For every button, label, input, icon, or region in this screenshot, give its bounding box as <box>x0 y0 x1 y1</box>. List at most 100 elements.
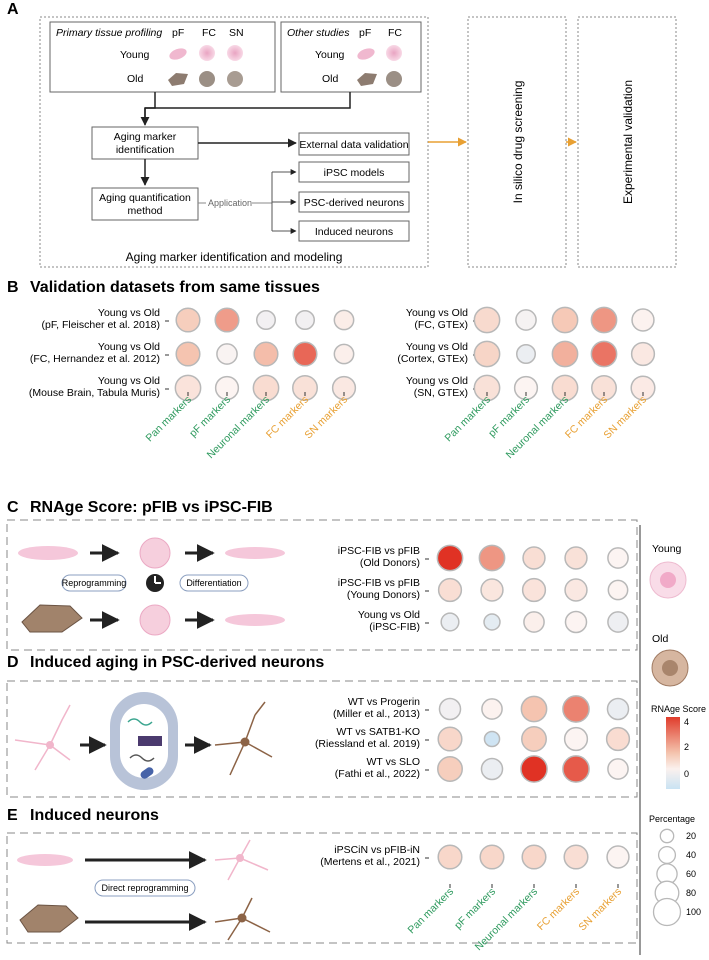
row-sublabel: (Mouse Brain, Tabula Muris) <box>29 387 160 399</box>
aged-neuron-soma <box>240 737 250 747</box>
connector <box>145 92 351 109</box>
dot <box>216 343 238 365</box>
row-sublabel: (Mertens et al., 2021) <box>320 856 420 868</box>
panel-e-title: Induced neurons <box>30 807 159 824</box>
dot <box>295 310 315 330</box>
dot <box>481 698 503 720</box>
dot <box>175 341 201 367</box>
other-tissue-fc: FC <box>388 27 402 39</box>
panel-b-label: B <box>7 279 19 296</box>
panel-e-dotplot <box>437 844 630 870</box>
old-fc-cell-icon <box>199 71 215 87</box>
panel-b-left-dotplot <box>174 307 357 402</box>
dot <box>333 309 355 331</box>
silico-box <box>467 16 567 268</box>
size-legend-circle <box>659 828 675 844</box>
dot <box>607 579 629 601</box>
ipsc-fibroblast-icon <box>225 547 285 559</box>
panel-d-row-labels: WT vs Progerin(Miller et al., 2013)WT vs… <box>315 696 429 780</box>
old-sn-cell-icon <box>227 71 243 87</box>
pill-icon <box>140 767 154 779</box>
dot <box>564 578 588 602</box>
row-sublabel: (Fathi et al., 2022) <box>335 768 420 780</box>
dot <box>515 309 537 331</box>
size-legend-label: 20 <box>686 831 696 841</box>
aged-neuron-icon <box>214 701 273 776</box>
ipsc-colony-icon <box>139 537 171 569</box>
dot <box>292 341 318 367</box>
induced-neuron-icon <box>214 839 269 881</box>
row-sublabel: (SN, GTEx) <box>414 387 468 399</box>
other-old-pf-icon <box>357 73 377 86</box>
row-sublabel: (Miller et al., 2013) <box>333 708 420 720</box>
dot <box>551 306 579 334</box>
x-label: Pan markers <box>443 394 494 445</box>
differentiation-label: Differentiation <box>186 578 241 588</box>
pink-fibroblast-icon <box>18 546 78 560</box>
size-legend-label: 60 <box>686 869 696 879</box>
dot <box>631 308 655 332</box>
panel-e-row-labels: iPSCiN vs pFIB-iN(Mertens et al., 2021) <box>320 844 429 868</box>
young-label: Young <box>120 49 150 61</box>
x-label: Pan markers <box>406 886 457 937</box>
row-sublabel: (FC, Hernandez et al. 2012) <box>30 353 160 365</box>
dot <box>253 341 279 367</box>
row-sublabel: (Young Donors) <box>347 589 420 601</box>
panel-d-title: Induced aging in PSC-derived neurons <box>30 654 324 671</box>
dot <box>523 611 545 633</box>
panel-d-frame <box>6 680 638 798</box>
dot <box>478 544 506 572</box>
dot <box>214 375 240 401</box>
legend-young-label: Young <box>652 543 682 555</box>
young-fc-cell-icon <box>199 45 215 61</box>
panel-a-footer: Aging marker identification and modeling <box>126 250 343 264</box>
dot <box>521 844 547 870</box>
dot <box>480 578 504 602</box>
app-induced: Induced neurons <box>315 226 393 238</box>
dot <box>292 375 318 401</box>
dot <box>438 697 462 721</box>
x-label: Pan markers <box>144 394 195 445</box>
old-induced-neuron-icon <box>214 897 271 941</box>
dot <box>483 613 501 631</box>
row-sublabel: (iPSC-FIB) <box>369 621 420 633</box>
panel-b-left-row-labels: Young vs Old(pF, Fleischer et al. 2018)Y… <box>29 307 169 399</box>
dot <box>520 695 548 723</box>
dot <box>606 845 630 869</box>
dot <box>513 375 539 401</box>
external-validation-box <box>298 132 410 156</box>
dot <box>605 726 631 752</box>
dot <box>521 577 547 603</box>
app-box-induced <box>298 220 410 242</box>
experimental-label: Experimental validation <box>621 80 635 204</box>
colorbar-tick-4: 4 <box>684 717 689 727</box>
dot <box>562 695 590 723</box>
percentage-title: Percentage <box>649 814 695 824</box>
panel-c-title: RNAge Score: pFIB vs iPSC-FIB <box>30 499 273 516</box>
row-sublabel: (pF, Fleischer et al. 2018) <box>42 319 160 331</box>
dot <box>562 755 590 783</box>
reprogramming-pill <box>61 574 127 592</box>
row-sublabel: (Cortex, GTEx) <box>397 353 468 365</box>
row-label: WT vs Progerin <box>348 696 420 708</box>
young-cell-nucleus <box>660 572 676 588</box>
row-label: iPSC-FIB vs pFIB <box>338 577 420 589</box>
dot <box>437 844 463 870</box>
young-pf-cell-icon <box>169 48 187 60</box>
aging-marker-l2: identification <box>116 144 175 156</box>
other-young-fc-icon <box>386 45 402 61</box>
dot <box>630 341 656 367</box>
panel-a-label: A <box>7 1 19 18</box>
aging-quant-l1: Aging quantification <box>99 192 191 204</box>
dot <box>606 697 630 721</box>
dot <box>256 310 276 330</box>
dot <box>437 756 463 782</box>
x-label: SN markers <box>576 886 624 934</box>
x-label: FC markers <box>535 886 582 933</box>
gene-construct-icon <box>138 736 162 746</box>
dot <box>590 306 618 334</box>
panel-b-right-dotplot <box>473 306 656 402</box>
